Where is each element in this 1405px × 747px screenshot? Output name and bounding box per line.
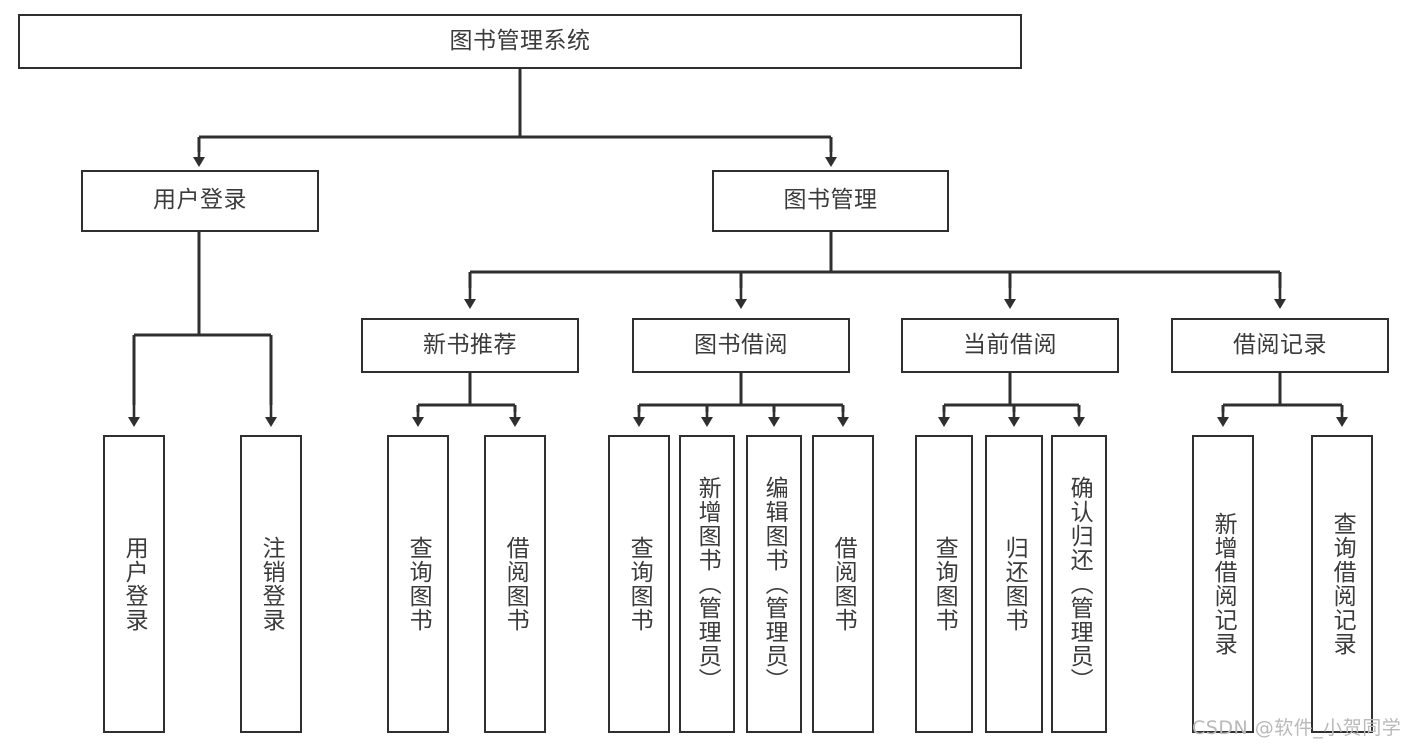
node-label: 借阅图书 — [502, 536, 529, 632]
leaf-query-book-current[interactable]: 查询图书 — [915, 435, 973, 733]
node-label: 新增借阅记录 — [1210, 512, 1237, 656]
node-label: 注销登录 — [258, 536, 285, 632]
node-label: 确认归还（管理员） — [1066, 476, 1093, 692]
leaf-return-book[interactable]: 归还图书 — [985, 435, 1043, 733]
node-label: 查询图书 — [931, 536, 958, 632]
node-label: 新书推荐 — [423, 331, 517, 358]
node-label: 图书管理 — [783, 187, 878, 214]
node-label: 借阅图书 — [830, 536, 857, 632]
leaf-borrow-book-borrowing[interactable]: 借阅图书 — [812, 435, 874, 733]
node-label: 借阅记录 — [1233, 331, 1327, 358]
node-label: 用户登录 — [153, 187, 247, 214]
node-label: 新增图书（管理员） — [694, 476, 721, 692]
leaf-confirm-return-admin[interactable]: 确认归还（管理员） — [1051, 435, 1107, 733]
node-borrowing-records[interactable]: 借阅记录 — [1171, 318, 1389, 373]
node-label: 编辑图书（管理员） — [761, 476, 788, 692]
node-label: 用户登录 — [121, 536, 148, 632]
leaf-query-book-borrowing[interactable]: 查询图书 — [608, 435, 670, 733]
node-book-borrowing[interactable]: 图书借阅 — [632, 318, 850, 373]
node-root-book-management-system[interactable]: 图书管理系统 — [18, 14, 1022, 69]
leaf-borrow-book-recommendation[interactable]: 借阅图书 — [484, 435, 546, 733]
node-label: 归还图书 — [1001, 536, 1028, 632]
node-label: 查询借阅记录 — [1329, 512, 1356, 656]
node-user-login[interactable]: 用户登录 — [81, 170, 319, 232]
node-label: 查询图书 — [405, 536, 432, 632]
node-label: 图书借阅 — [694, 331, 788, 358]
leaf-add-borrowing-record[interactable]: 新增借阅记录 — [1192, 435, 1254, 733]
node-label: 图书管理系统 — [449, 27, 591, 54]
leaf-query-book-recommendation[interactable]: 查询图书 — [387, 435, 449, 733]
node-label: 当前借阅 — [963, 331, 1057, 358]
node-label: 查询图书 — [626, 536, 653, 632]
node-new-book-recommendation[interactable]: 新书推荐 — [361, 318, 579, 373]
leaf-add-book-admin[interactable]: 新增图书（管理员） — [679, 435, 735, 733]
leaf-edit-book-admin[interactable]: 编辑图书（管理员） — [746, 435, 802, 733]
leaf-logout[interactable]: 注销登录 — [240, 435, 302, 733]
leaf-query-borrowing-record[interactable]: 查询借阅记录 — [1311, 435, 1373, 733]
node-book-management[interactable]: 图书管理 — [712, 170, 949, 232]
leaf-user-login[interactable]: 用户登录 — [103, 435, 165, 733]
node-current-borrowing[interactable]: 当前借阅 — [901, 318, 1119, 373]
